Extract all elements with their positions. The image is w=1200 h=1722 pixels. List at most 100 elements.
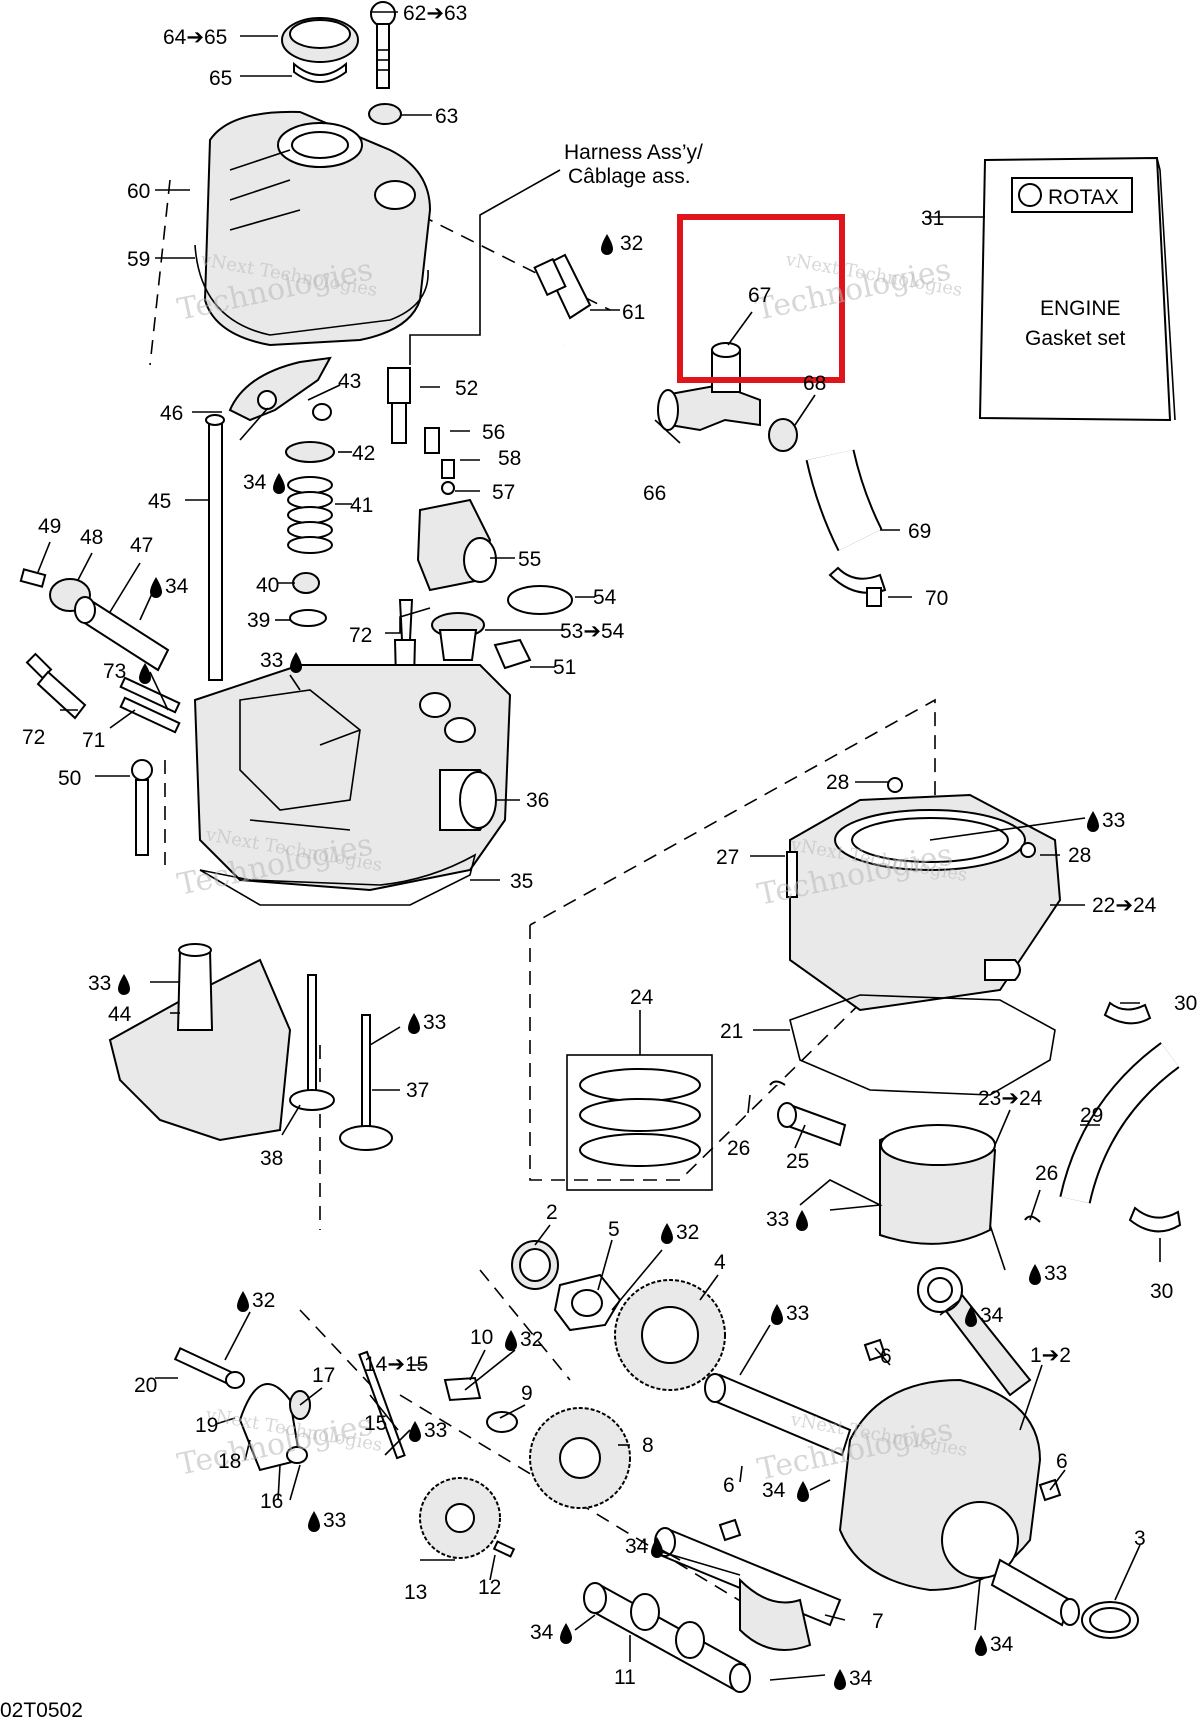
tappet-44: [176, 949, 214, 1031]
valve-cover-group: [194, 1, 432, 347]
callout-2: 2: [546, 1201, 558, 1224]
callout-62-63: 62➔63: [403, 2, 467, 25]
drop-icon: [118, 974, 130, 995]
intake-port: [459, 771, 497, 829]
callout-52: 52: [455, 377, 478, 400]
gear-plate-18: [238, 1383, 302, 1472]
harness-label-line1: Harness Ass’y/: [564, 141, 703, 164]
callout-10: 10: [470, 1326, 493, 1349]
callout-24: 24: [630, 986, 654, 1009]
callout-13: 13: [404, 1581, 427, 1604]
callout-41: 41: [350, 494, 373, 517]
callout-33e: 33: [766, 1208, 789, 1231]
callout-61: 61: [622, 301, 645, 324]
drop-icon: [661, 1223, 673, 1244]
circlip-26a: [769, 1080, 786, 1086]
callout-33: 33: [260, 649, 283, 672]
cap-oring: [293, 61, 347, 83]
key-6c: [718, 1518, 742, 1542]
callout-17: 17: [312, 1364, 335, 1387]
callout-11: 11: [614, 1666, 636, 1689]
washer-57: [441, 481, 455, 495]
callout-40: 40: [256, 574, 279, 597]
callout-32: 32: [620, 232, 643, 255]
callout-3: 3: [1134, 1527, 1146, 1550]
callout-53-54: 53➔54: [560, 620, 625, 643]
thermostat-group: [387, 367, 573, 681]
nut-51: [493, 638, 532, 670]
cylinder-head-group: [108, 664, 512, 1142]
valve-retainer: [285, 441, 335, 463]
callout-60: 60: [127, 180, 150, 203]
pin-12: [492, 1540, 516, 1558]
piston-ring: [579, 1068, 701, 1102]
valvetrain-group: [19, 356, 335, 856]
callout-44: 44: [108, 1003, 132, 1026]
drop-icon: [797, 1481, 809, 1502]
circlip-26b: [1024, 1215, 1041, 1223]
drop-icon: [408, 1013, 420, 1034]
gasket-card-title: ENGINE: [1040, 297, 1121, 320]
temp-sensor: [387, 367, 411, 404]
callout-25: 25: [786, 1150, 809, 1173]
hose-clamp-30b: [1128, 1206, 1182, 1233]
callout-56: 56: [482, 421, 505, 444]
key-6a: [863, 1338, 887, 1362]
valves: [289, 974, 393, 1151]
rocker-clip: [312, 403, 332, 421]
callout-34: 34: [243, 471, 267, 494]
callout-70: 70: [925, 587, 948, 610]
callout-12: 12: [478, 1576, 501, 1599]
assembly-dashed-lines: [149, 179, 936, 1626]
gear-train-group: [173, 1240, 726, 1559]
dowel-28a: [887, 777, 903, 793]
leader-lines: [37, 11, 1161, 1681]
gasket-set-card: ROTAX ENGINE Gasket set: [978, 156, 1176, 422]
callout-20: 20: [134, 1374, 157, 1397]
drop-icon: [1087, 811, 1099, 832]
push-rod: [208, 419, 223, 681]
drop-icon: [150, 577, 162, 598]
crankcase-half: [108, 958, 292, 1142]
drop-icon: [601, 234, 613, 255]
washer-9b: [486, 1411, 518, 1433]
callout-29: 29: [1080, 1104, 1103, 1127]
callout-34f: 34: [530, 1621, 554, 1644]
bolt-20: [173, 1346, 235, 1386]
callout-68: 68: [803, 372, 826, 395]
callout-34h: 34: [849, 1667, 873, 1690]
callout-6c: 6: [723, 1474, 735, 1497]
callout-4: 4: [714, 1251, 726, 1274]
callout-33c: 33: [88, 972, 111, 995]
intake-valve: [361, 1014, 371, 1131]
valve-seal: [292, 572, 320, 594]
callout-72b: 72: [22, 726, 45, 749]
coolant-hose-group: [533, 253, 887, 607]
callout-50: 50: [58, 767, 81, 790]
callout-64-65: 64➔65: [163, 26, 227, 49]
spark-plug: [398, 599, 414, 641]
cover-bolt: [370, 1, 396, 27]
piston-group: [566, 1054, 1041, 1245]
cylinder-group: [786, 777, 1062, 1096]
valve-cover-gasket: [194, 244, 429, 336]
callout-30b: 30: [1150, 1280, 1173, 1303]
callout-19: 19: [195, 1414, 218, 1437]
callout-34c: 34: [980, 1304, 1004, 1327]
callout-73: 73: [103, 660, 126, 683]
callout-28b: 28: [1068, 844, 1091, 867]
drop-icon: [560, 1623, 572, 1644]
callout-22-24: 22➔24: [1092, 894, 1157, 917]
drop-icon: [771, 1304, 783, 1325]
drawing-code: 02T0502: [0, 1699, 83, 1722]
drop-icon: [139, 663, 151, 684]
callout-14-15: 14➔15: [364, 1353, 428, 1376]
callout-51: 51: [553, 656, 576, 679]
callout-33b: 33: [1102, 809, 1125, 832]
callout-59: 59: [127, 248, 150, 271]
callout-48: 48: [80, 526, 103, 549]
head-bolt: [131, 759, 153, 781]
thermostat-oring: [507, 585, 573, 615]
callout-66: 66: [643, 482, 666, 505]
drop-icon: [308, 1511, 320, 1532]
